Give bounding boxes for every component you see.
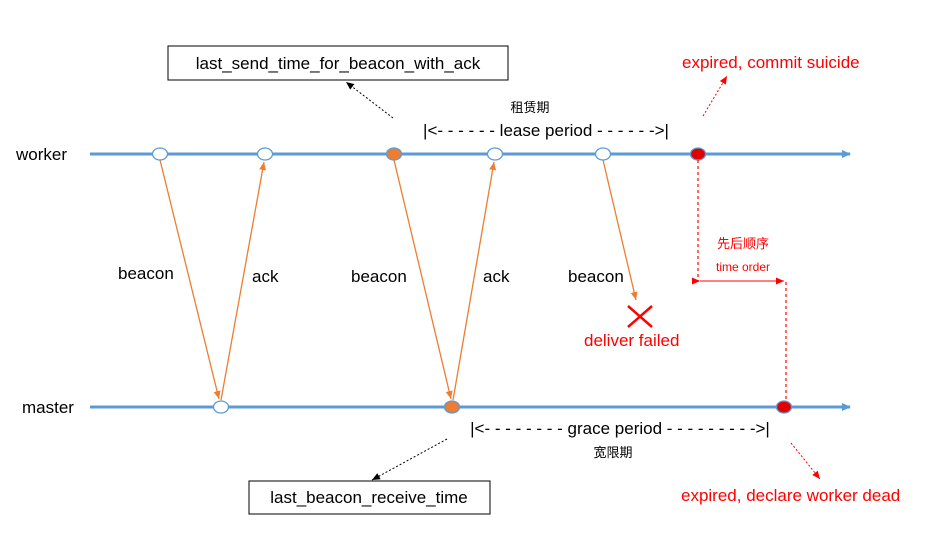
beacon-label-3: beacon <box>568 267 624 286</box>
worker-node <box>486 147 504 161</box>
declare-dead-label: expired, declare worker dead <box>681 486 900 505</box>
worker-node-last-send <box>385 147 403 161</box>
master-node-last-receive <box>443 400 461 414</box>
grace-period-label: |<- - - - - - - - grace period - - - - -… <box>470 419 770 438</box>
declare-dead-pointer <box>790 442 821 480</box>
beacon-arrow-1 <box>159 159 221 400</box>
master-node <box>212 400 230 414</box>
last-send-time-box <box>167 45 509 81</box>
grace-period-cn: 宽限期 <box>593 445 632 461</box>
ack-arrow-1 <box>220 161 267 401</box>
cross-icon <box>627 305 653 328</box>
deliver-failed-label: deliver failed <box>584 331 679 350</box>
last-receive-time-pointer <box>371 438 448 481</box>
worker-node-expired <box>689 147 707 161</box>
worker-node <box>594 147 612 161</box>
worker-label: worker <box>15 145 67 164</box>
last-beacon-receive-time-label: last_beacon_receive_time <box>270 488 468 507</box>
commit-suicide-label: expired, commit suicide <box>682 53 860 72</box>
last-send-time-label: last_send_time_for_beacon_with_ack <box>196 54 481 73</box>
time-order-cn: 先后顺序 <box>717 237 769 252</box>
master-label: master <box>22 398 74 417</box>
last-send-time-pointer <box>345 81 394 119</box>
ack-label-1: ack <box>252 267 279 286</box>
beacon-label-1: beacon <box>118 264 174 283</box>
worker-node <box>256 147 274 161</box>
worker-node <box>151 147 169 161</box>
beacon-label-2: beacon <box>351 267 407 286</box>
last-beacon-receive-time-box <box>248 480 491 515</box>
lease-period-cn: 租赁期 <box>510 101 549 116</box>
commit-suicide-pointer <box>702 75 728 117</box>
lease-period-label: |<- - - - - - lease period - - - - - ->| <box>423 121 669 140</box>
time-order-label: time order <box>716 260 770 274</box>
beacon-arrow-3 <box>602 159 638 301</box>
beacon-arrow-2 <box>393 159 453 400</box>
master-node-expired <box>775 400 793 414</box>
ack-label-2: ack <box>483 267 510 286</box>
ack-arrow-2 <box>452 161 497 401</box>
